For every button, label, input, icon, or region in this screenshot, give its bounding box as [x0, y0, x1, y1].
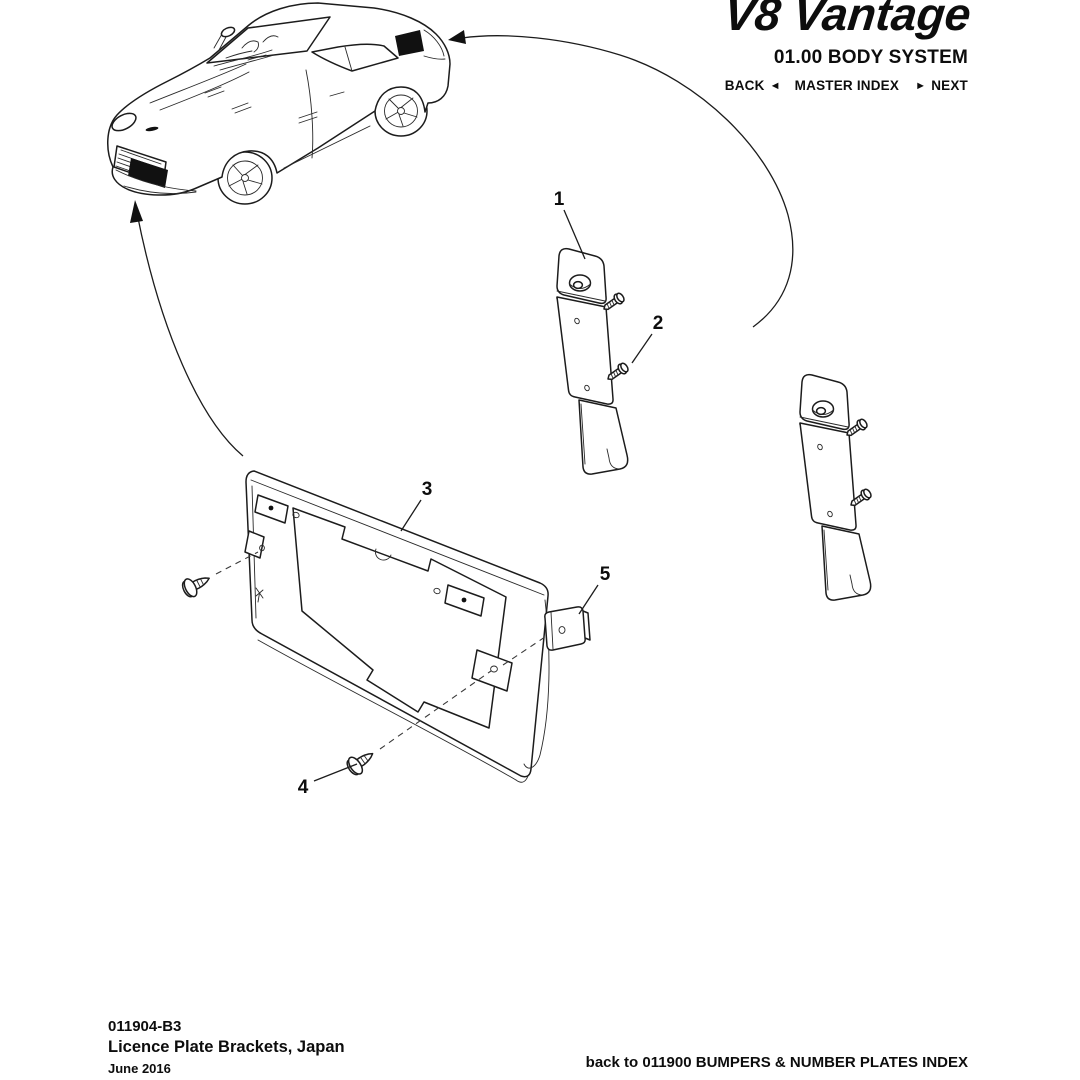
- index-back-link[interactable]: back to 011900 BUMPERS & NUMBER PLATES I…: [585, 1054, 968, 1071]
- doc-title: Licence Plate Brackets, Japan: [108, 1037, 345, 1056]
- callout-3-label: 3: [422, 479, 433, 500]
- document-info: 011904-B3 Licence Plate Brackets, Japan …: [108, 1017, 345, 1077]
- front-plate-location-arrow: [130, 200, 244, 457]
- page-header: V8 Vantage 01.00 BODY SYSTEM BACK ◄ MASTER…: [721, 0, 973, 93]
- bracket-assembly-2: [800, 375, 873, 600]
- breadcrumb-nav: BACK ◄ MASTER INDEX ► NEXT: [722, 78, 968, 93]
- assembly-guide-lines: [215, 551, 546, 750]
- callout-2-label: 2: [653, 313, 664, 334]
- retainer-clip: [544, 606, 591, 651]
- car-illustration: [107, 2, 451, 205]
- rear-plate-location: [395, 30, 424, 56]
- master-index-link[interactable]: MASTER INDEX: [794, 78, 900, 93]
- section-title: 01.00 BODY SYSTEM: [773, 47, 968, 68]
- callout-5-label: 5: [600, 564, 611, 585]
- front-plate-location: [128, 158, 168, 188]
- next-arrow-icon[interactable]: ►: [915, 80, 927, 92]
- callout-1-label: 1: [554, 189, 565, 210]
- callouts: 1 2 3 4 5: [298, 189, 664, 798]
- push-pin-bottom: [343, 745, 379, 779]
- brand-wordmark: V8 Vantage: [721, 0, 974, 40]
- parts-diagram: 1 2 3 4 5: [107, 2, 1080, 798]
- rear-plate-location-arrow: [448, 30, 794, 328]
- bracket-assembly-1: [557, 249, 630, 474]
- plate-frame: [244, 470, 550, 783]
- back-link[interactable]: BACK: [724, 78, 765, 93]
- next-link[interactable]: NEXT: [931, 78, 968, 93]
- push-pin-left: [179, 568, 215, 601]
- back-arrow-icon[interactable]: ◄: [769, 80, 781, 92]
- doc-number: 011904-B3: [108, 1018, 182, 1035]
- callout-4-label: 4: [298, 777, 309, 798]
- doc-date: June 2016: [108, 1060, 171, 1076]
- rear-wheel: [374, 85, 428, 137]
